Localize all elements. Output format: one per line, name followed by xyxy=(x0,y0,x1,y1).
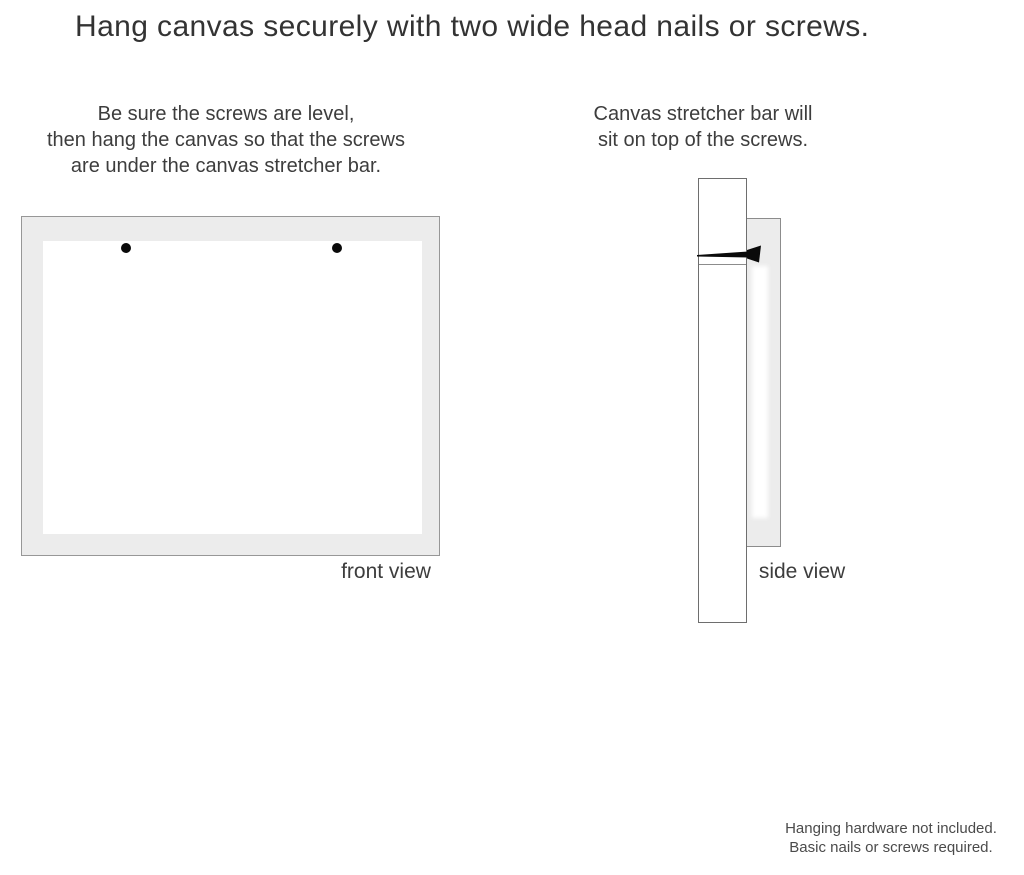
front-view-label: front view xyxy=(341,560,431,583)
instruction-line: sit on top of the screws. xyxy=(597,129,809,151)
stretcher-bar-divider xyxy=(699,264,746,265)
side-view-instructions: Canvas stretcher bar will sit on top of … xyxy=(564,101,842,153)
screw-head-dot-icon xyxy=(121,243,131,253)
canvas-inner-area xyxy=(43,241,422,534)
canvas-side-highlight xyxy=(752,266,768,518)
footnote-line: Hanging hardware not included. xyxy=(785,820,997,837)
page-title: Hang canvas securely with two wide head … xyxy=(75,10,870,43)
footnote-line: Basic nails or screws required. xyxy=(789,839,993,856)
instruction-line: then hang the canvas so that the screws xyxy=(47,129,405,151)
instruction-line: Be sure the screws are level, xyxy=(97,103,355,125)
side-view-label: side view xyxy=(758,560,846,583)
instruction-line: are under the canvas stretcher bar. xyxy=(70,155,382,177)
screw-head-dot-icon xyxy=(332,243,342,253)
side-view-canvas xyxy=(746,218,781,547)
front-view-instructions: Be sure the screws are level, then hang … xyxy=(16,101,436,179)
front-view-canvas-frame xyxy=(21,216,440,556)
wide-head-nail-icon xyxy=(697,245,761,263)
hardware-footnote: Hanging hardware not included. Basic nai… xyxy=(741,819,1024,857)
instruction-line: Canvas stretcher bar will xyxy=(593,103,813,125)
